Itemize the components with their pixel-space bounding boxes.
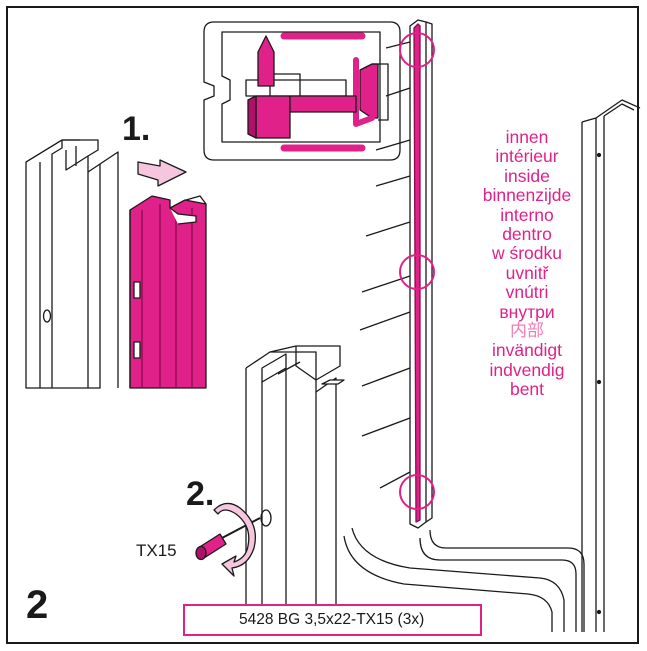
pink-gasket-profile [129,195,207,389]
orientation-label: uvnitř [505,262,549,283]
screwdriver-icon [195,509,272,561]
orientation-label: interno [500,204,554,225]
orientation-label: innen [505,127,549,147]
orientation-label: 内部 [510,321,544,342]
screw-position-markers [399,32,435,510]
step-1-number: 1. [122,110,151,148]
orientation-label: внутри [499,301,555,322]
orientation-label: w środku [491,243,563,264]
orientation-label: dentro [502,224,552,245]
orientation-labels: innen intérieur inside binnenzijde inter… [462,127,592,400]
orientation-label: inside [504,165,550,186]
tall-gasket-strip [359,19,433,529]
step-2-number: 2. [186,475,215,513]
shower-tray [343,527,585,632]
wall-profile-left [25,139,119,389]
wall-profile-right [581,99,641,632]
clip-detail-callout [203,21,401,161]
page-number: 2 [26,583,49,627]
orientation-label: bent [509,379,545,400]
part-label-box: 5428 BG 3,5x22-TX15 (3x) [183,604,482,636]
part-label: 5428 BG 3,5x22-TX15 (3x) [239,611,425,628]
tool-label: TX15 [136,541,177,560]
rotate-arrow-icon [213,502,257,577]
orientation-label: binnenzijde [482,185,572,206]
orientation-label: vnútri [505,282,549,303]
orientation-label: indvendig [489,359,565,380]
insert-arrow-icon [137,159,187,187]
wall-profile-lower [245,345,345,632]
orientation-label: invändigt [491,340,563,361]
orientation-label: intérieur [495,146,559,167]
